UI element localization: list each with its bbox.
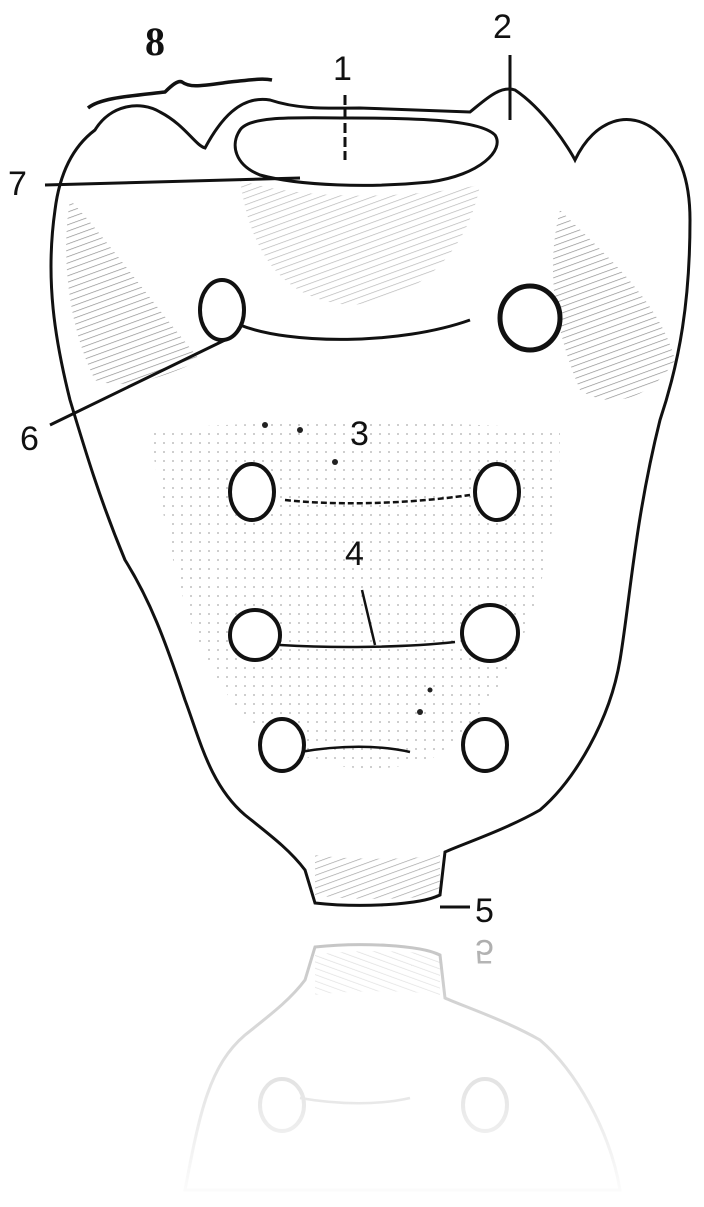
left-foramen-2 [230, 464, 274, 520]
right-foramen-3 [462, 605, 518, 661]
right-foramen-2 [475, 464, 519, 520]
label-2: 2 [493, 8, 512, 46]
label-8: 8 [145, 19, 165, 64]
right-foramen-1 [500, 286, 560, 350]
sacral-base [235, 118, 497, 186]
label-6: 6 [20, 420, 39, 458]
left-foramen-3 [230, 610, 280, 660]
label-5: 5 [475, 892, 494, 930]
sacrum-body [51, 89, 690, 905]
label-4: 4 [345, 535, 364, 573]
label-7: 7 [8, 165, 27, 203]
label-3: 3 [350, 415, 369, 453]
right-foramen-4 [463, 719, 507, 771]
left-foramen-4 [260, 719, 304, 771]
left-foramen-1 [200, 280, 244, 340]
reflection-fade [0, 930, 704, 1207]
label-1: 1 [333, 50, 352, 88]
